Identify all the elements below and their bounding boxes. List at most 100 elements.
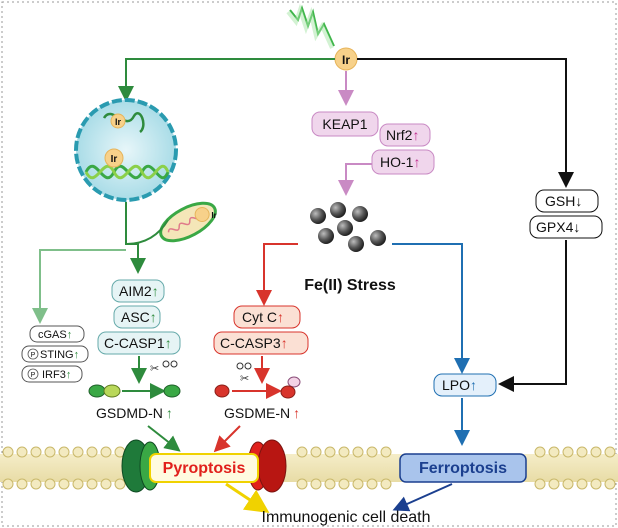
nucleus-ir-top: Ir <box>115 117 122 127</box>
lipid-head <box>16 446 28 458</box>
asc-arrow: ↑ <box>150 309 157 325</box>
source-node: Ir <box>334 47 358 71</box>
source-label: Ir <box>342 53 350 67</box>
arrow-gsdme-to-pyro <box>213 425 241 453</box>
ccasp3-label: C-CASP3 <box>220 335 281 351</box>
lpo-text: LPO↑ <box>442 377 477 393</box>
lipid-head <box>576 446 588 458</box>
lipid-head <box>562 446 574 458</box>
lipid-head <box>352 478 364 490</box>
svg-text:ASC↑: ASC↑ <box>121 309 157 325</box>
lipid-head <box>562 478 574 490</box>
ccasp3-arrow: ↑ <box>281 335 288 351</box>
svg-text:HO-1↑: HO-1↑ <box>380 154 420 170</box>
arrow-to-lpo <box>392 243 470 374</box>
gpx4-arrow: ↓ <box>573 219 580 235</box>
lipid-head <box>2 446 14 458</box>
scissors-icon: ✂ <box>150 363 159 375</box>
lpo-arrow: ↑ <box>470 377 477 393</box>
arrow-gsdmd-to-pyro <box>147 425 181 452</box>
nrf2-box <box>379 123 431 147</box>
irf3-box <box>21 365 83 383</box>
sting-label: STING <box>40 349 74 361</box>
sting-group: cGAS↑ P STING↑ P IRF3↑ <box>21 325 89 383</box>
lipid-head <box>16 478 28 490</box>
lipid-head <box>114 478 126 490</box>
gsdmd-cleavage: ✂ <box>88 360 181 399</box>
mitochondrion <box>159 201 217 243</box>
lipid-head <box>44 446 56 458</box>
lipid-head <box>30 478 42 490</box>
lipid-head <box>366 478 378 490</box>
lipid-head <box>604 446 616 458</box>
arrow-to-aim2 <box>125 202 146 274</box>
gpx4-label: GPX4 <box>536 219 574 235</box>
keap1-box <box>311 111 379 137</box>
svg-text:AIM2↑: AIM2↑ <box>119 283 159 299</box>
ho1-label: HO-1 <box>380 154 414 170</box>
asc-box <box>113 305 161 329</box>
ho1-arrow: ↑ <box>413 154 420 170</box>
aim2-box <box>111 279 165 303</box>
lpo-label: LPO <box>442 377 470 393</box>
lipid-head <box>58 478 70 490</box>
mito-ir: Ir <box>211 211 216 220</box>
gsdmd-label: GSDMD-N↑ <box>96 405 173 421</box>
svg-text:C-CASP1↑: C-CASP1↑ <box>104 335 172 351</box>
aim2-label: AIM2 <box>119 283 152 299</box>
svg-text:STING↑: STING↑ <box>40 349 79 361</box>
nucleus: Ir Ir <box>74 98 178 202</box>
arrow-pyro-to-final <box>225 482 270 513</box>
lipid-head <box>366 446 378 458</box>
cgas-label: cGAS <box>38 329 67 341</box>
lipid-head <box>324 446 336 458</box>
lipid-head <box>338 446 350 458</box>
iron-particles <box>310 202 386 252</box>
irf3-arrow: ↑ <box>66 369 72 381</box>
svg-text:Cyt C↑: Cyt C↑ <box>242 309 284 325</box>
lipid-head <box>296 478 308 490</box>
aim2-arrow: ↑ <box>152 283 159 299</box>
mito-link <box>125 219 169 245</box>
gsh-arrow: ↓ <box>575 193 582 209</box>
ccasp1-label: C-CASP1 <box>104 335 165 351</box>
svg-text:GSH↓: GSH↓ <box>545 193 582 209</box>
lipid-head <box>58 446 70 458</box>
lipid-head <box>100 446 112 458</box>
gsdme-label: GSDME-N↑ <box>224 405 300 421</box>
final-outcome-label: Immunogenic cell death <box>262 509 431 526</box>
ccasp1-arrow: ↑ <box>165 335 172 351</box>
lipid-head <box>100 478 112 490</box>
red-markers: Cyt C↑ C-CASP3↑ <box>213 305 309 355</box>
green-markers: AIM2↑ ASC↑ C-CASP1↑ <box>97 279 181 355</box>
arrow-ferro-to-final <box>392 483 453 512</box>
gsh-label: GSH <box>545 193 575 209</box>
lpo-box <box>433 373 497 397</box>
svg-text:Nrf2↑: Nrf2↑ <box>386 127 419 143</box>
ho1-box <box>371 149 435 175</box>
svg-text:cGAS↑: cGAS↑ <box>38 329 72 341</box>
lipid-head <box>548 446 560 458</box>
lipid-head <box>590 446 602 458</box>
arrow-to-gsh <box>357 58 574 188</box>
lipid-head <box>44 478 56 490</box>
ferroptosis-box: Ferroptosis <box>399 453 527 483</box>
lipid-head <box>30 446 42 458</box>
cgas-box <box>29 325 85 343</box>
lipid-head <box>380 446 392 458</box>
sting-arrow: ↑ <box>74 349 80 361</box>
lipid-head <box>2 478 14 490</box>
arrow-to-cgas <box>32 249 126 324</box>
irf3-prefix: P <box>31 372 36 379</box>
nrf2-label: Nrf2 <box>386 127 413 143</box>
lipid-head <box>310 446 322 458</box>
keap1-label: KEAP1 <box>322 116 367 132</box>
sting-prefix: P <box>31 352 36 359</box>
gpx4-box <box>529 215 603 239</box>
lipid-head <box>380 478 392 490</box>
lipid-head <box>534 446 546 458</box>
light-icon <box>286 3 335 49</box>
lipid-head <box>86 478 98 490</box>
